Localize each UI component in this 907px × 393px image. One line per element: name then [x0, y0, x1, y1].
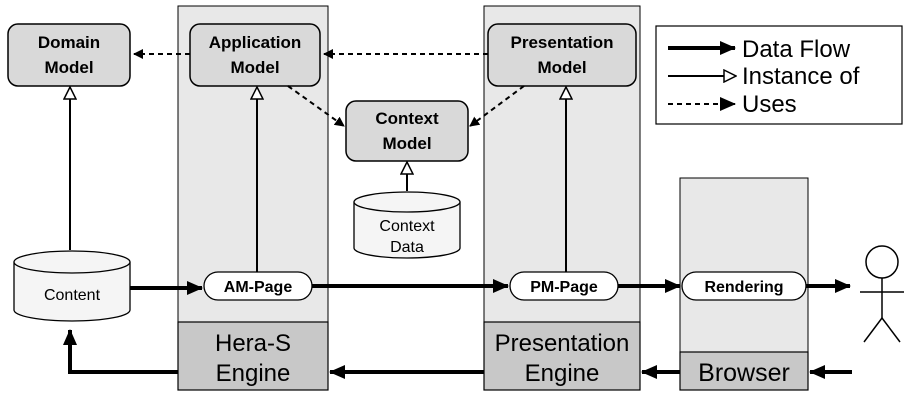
- presentation-engine-box: Presentation Engine: [483, 321, 641, 391]
- content-label: Content: [44, 287, 101, 304]
- context-model-line2: Model: [382, 134, 431, 153]
- context-model-box: Context Model: [345, 100, 469, 162]
- hera-engine-line2: Engine: [216, 360, 291, 387]
- domain-model-box: Domain Model: [7, 23, 131, 87]
- presentation-model-line1: Presentation: [511, 33, 614, 52]
- presentation-engine-line1: Presentation: [495, 330, 630, 357]
- context-data-line1: Context: [379, 218, 435, 235]
- hera-engine-line1: Hera-S: [215, 330, 291, 357]
- legend-data-flow-label: Data Flow: [742, 36, 851, 63]
- domain-model-line1: Domain: [38, 33, 100, 52]
- legend: Data Flow Instance of Uses: [655, 25, 903, 125]
- am-page-pill: AM-Page: [203, 271, 313, 301]
- browser-box: Browser: [679, 351, 809, 391]
- user-icon: [860, 245, 904, 343]
- browser-label: Browser: [698, 359, 790, 387]
- rendering-label: Rendering: [704, 279, 783, 296]
- content-store: Content: [13, 250, 131, 322]
- application-model-line2: Model: [230, 58, 279, 77]
- context-model-line1: Context: [375, 109, 439, 128]
- presentation-model-line2: Model: [537, 58, 586, 77]
- domain-model-line2: Model: [44, 58, 93, 77]
- rendering-pill: Rendering: [681, 271, 807, 301]
- legend-uses-label: Uses: [742, 91, 797, 118]
- context-data-store: Context Data: [353, 191, 461, 259]
- hera-engine-box: Hera-S Engine: [177, 321, 329, 391]
- am-page-label: AM-Page: [224, 279, 293, 296]
- legend-instance-label: Instance of: [742, 63, 860, 90]
- context-data-line2: Data: [390, 239, 424, 256]
- pm-page-pill: PM-Page: [509, 271, 619, 301]
- uses-arrow-application-context: [287, 85, 345, 127]
- application-model-line1: Application: [209, 33, 302, 52]
- application-model-box: Application Model: [189, 23, 321, 87]
- presentation-model-box: Presentation Model: [487, 23, 637, 87]
- flow-hera-to-content: [63, 329, 178, 374]
- presentation-engine-line2: Engine: [525, 360, 600, 387]
- uses-arrow-presentation-context: [469, 85, 525, 127]
- pm-page-label: PM-Page: [530, 279, 598, 296]
